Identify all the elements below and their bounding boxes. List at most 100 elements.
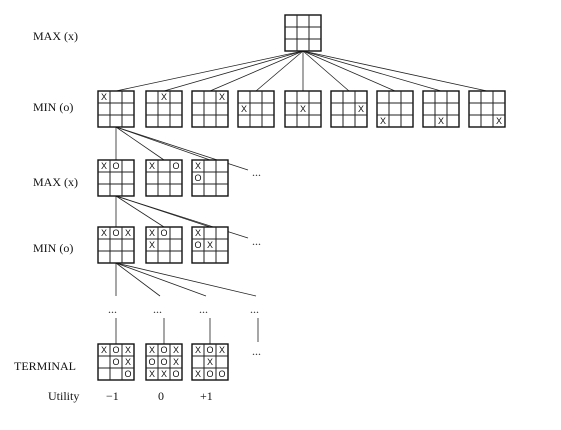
x-mark: X [207, 240, 213, 250]
board-frame [97, 343, 135, 381]
board-frame [191, 90, 229, 128]
board-frame [330, 90, 368, 128]
x-mark: X [195, 161, 201, 171]
board-root [284, 14, 322, 52]
level-label-terminal: TERMINAL [14, 359, 76, 373]
board-frame [284, 90, 322, 128]
ellipsis-max-level: ... [252, 165, 261, 179]
x-mark: X [195, 228, 201, 238]
o-mark: O [112, 161, 119, 171]
x-mark: X [149, 161, 155, 171]
edge-root-to-min [302, 50, 350, 92]
x-mark: X [149, 240, 155, 250]
ellipsis-deep-3: ... [199, 302, 208, 316]
level-label-min-1: MIN (o) [33, 100, 73, 114]
o-mark: O [160, 345, 167, 355]
o-mark: O [206, 369, 213, 379]
o-mark: O [172, 369, 179, 379]
o-mark: O [112, 357, 119, 367]
edge-root-to-min [302, 50, 442, 92]
board-min-1: X [97, 90, 135, 128]
o-mark: O [160, 357, 167, 367]
x-mark: X [195, 345, 201, 355]
utility-label: Utility [48, 389, 79, 403]
board-frame [145, 159, 183, 197]
x-mark: X [161, 92, 167, 102]
o-mark: O [148, 357, 155, 367]
level-label-min-2: MIN (o) [33, 241, 73, 255]
x-mark: X [125, 357, 131, 367]
x-mark: X [101, 345, 107, 355]
x-mark: X [101, 161, 107, 171]
board-frame [191, 343, 229, 381]
x-mark: X [125, 228, 131, 238]
o-mark: O [112, 228, 119, 238]
edge-root-to-min [115, 50, 304, 92]
o-mark: O [218, 369, 225, 379]
x-mark: X [149, 369, 155, 379]
edge-root-to-min [255, 50, 304, 92]
ellipsis-terminal: ... [252, 344, 261, 358]
edge-root-to-min [163, 50, 304, 92]
ellipsis-deep-4: ... [250, 302, 259, 316]
board-min-2: X [145, 90, 183, 128]
utility-value-2: 0 [158, 389, 164, 403]
board-frame [145, 343, 183, 381]
board-frame [422, 90, 460, 128]
board-max-3: XO [191, 159, 229, 197]
o-mark: O [206, 345, 213, 355]
board-min-8: X [422, 90, 460, 128]
edge-root-to-min [209, 50, 304, 92]
board-frame [191, 226, 229, 264]
edge-to-deeper [115, 262, 161, 297]
board-min-5: X [284, 90, 322, 128]
edge-to-deeper [115, 262, 207, 297]
board-min-6: X [330, 90, 368, 128]
x-mark: X [207, 357, 213, 367]
board-frame [284, 14, 322, 52]
x-mark: X [149, 345, 155, 355]
board-frame [97, 159, 135, 197]
x-mark: X [219, 345, 225, 355]
ellipsis-deep-1: ... [108, 302, 117, 316]
o-mark: O [194, 173, 201, 183]
o-mark: O [160, 228, 167, 238]
utility-value-3: +1 [200, 389, 213, 403]
x-mark: X [358, 104, 364, 114]
o-mark: O [194, 240, 201, 250]
x-mark: X [438, 116, 444, 126]
board-frame [97, 226, 135, 264]
x-mark: X [380, 116, 386, 126]
edge-to-deeper [115, 262, 257, 297]
x-mark: X [173, 345, 179, 355]
o-mark: O [124, 369, 131, 379]
ellipsis-min-level: ... [252, 234, 261, 248]
x-mark: X [300, 104, 306, 114]
board-min-3: X [191, 90, 229, 128]
board-frame [237, 90, 275, 128]
edge-root-to-min [302, 50, 396, 92]
x-mark: X [241, 104, 247, 114]
board-min-9: X [468, 90, 506, 128]
board-frame [376, 90, 414, 128]
x-mark: X [496, 116, 502, 126]
edge-min-to-max [115, 126, 165, 161]
edge-root-to-min [302, 50, 488, 92]
edge-max-to-min [115, 195, 165, 228]
x-mark: X [219, 92, 225, 102]
board-frame [145, 226, 183, 264]
x-mark: X [161, 369, 167, 379]
board-min-4: X [237, 90, 275, 128]
board-min-7: X [376, 90, 414, 128]
x-mark: X [125, 345, 131, 355]
utility-value-1: −1 [106, 389, 119, 403]
o-mark: O [172, 161, 179, 171]
